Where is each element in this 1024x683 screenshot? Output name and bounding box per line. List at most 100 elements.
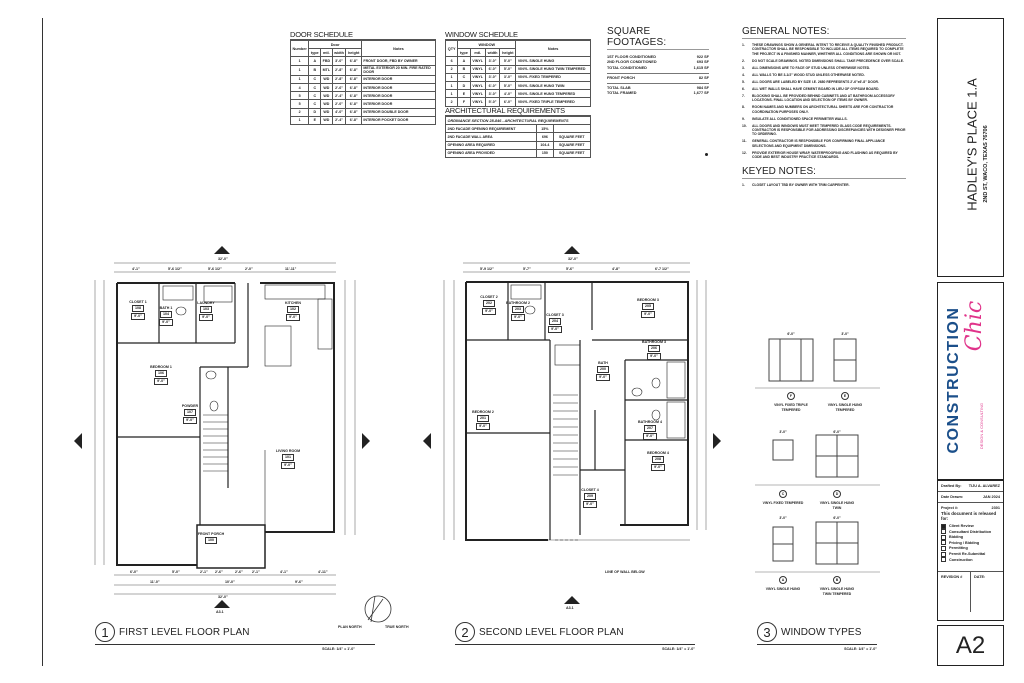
bath-fixtures (510, 284, 686, 439)
dimension-label: 11'-11" (285, 267, 297, 271)
room-number: 202 (483, 300, 495, 307)
room-number: 104 (160, 311, 172, 318)
release-option: Pricing / Bidding (941, 540, 1000, 546)
window-width-dim: 6'-0" (833, 430, 841, 434)
note-item: 3. ALL DIMENSIONS ARE TO FACE OF STUD UNL… (742, 66, 906, 70)
release-option-label: Consultant Distribution (949, 529, 992, 534)
note-number: 12. (742, 150, 747, 155)
window-width-dim: 3'-0" (841, 332, 849, 336)
table-cell: 1 (289, 115, 310, 125)
note-text: INSULATE ALL CONDITIONED SPACE PERIMETER… (752, 116, 848, 121)
room-ceiling: 9'-0" (154, 378, 168, 385)
release-option: Consultant Distribution (941, 529, 1000, 535)
dimension-label: 5'-7" (523, 267, 531, 271)
room-ceiling: 9'-0" (159, 319, 173, 326)
sqft-value: 82 SF (698, 75, 709, 80)
checkbox-icon (941, 534, 946, 540)
section-marker-label: A3.1 (216, 610, 224, 614)
sqft-label: FRONT PORCH (607, 75, 635, 80)
dimension-label: 11'-0" (150, 580, 160, 584)
room-number: 106 (155, 370, 167, 377)
note-number: 4. (742, 72, 745, 77)
note-text: BLOCKING SHALL BE PROVIDED BEHIND CABINE… (752, 93, 895, 103)
note-item: 8.ROOM NAMES AND NUMBERS ON ARCHITECTURA… (742, 105, 906, 114)
room-number: 205 (642, 303, 654, 310)
plan-title: WINDOW TYPES (781, 626, 862, 638)
release-option-label: Permit Re-Submittal (949, 552, 986, 557)
sqft-label: 1ST FLOOR CONDITIONED (607, 54, 656, 59)
note-text: THESE DRAWINGS SHOW A GENERAL INTENT TO … (752, 43, 904, 56)
plan-title-first: 1 FIRST LEVEL FLOOR PLAN SCALE: 1/4" = 1… (95, 622, 375, 651)
table-cell: 1 (289, 56, 310, 66)
window-type-name: VINYL SINGLE HUNG TWIN TEMPERED (819, 587, 855, 596)
window-types-elevations (755, 338, 880, 573)
window-tag: D (833, 490, 841, 498)
room-number: 204 (549, 318, 561, 325)
dimension-label: 2'-6" (215, 570, 223, 574)
interior-walls (466, 282, 688, 540)
room-number: 103 (200, 306, 212, 313)
sqft-value: 1,615 SF (693, 65, 709, 70)
room-number: 201 (477, 415, 489, 422)
plan-north-label: PLAN NORTH (338, 625, 362, 629)
room-ceiling: 9'-0" (548, 326, 562, 333)
room-number: 102 (287, 306, 299, 313)
section-marker-icon (74, 246, 721, 608)
sqft-row: TOTAL CONDITIONED 1,615 SF (607, 65, 709, 71)
note-item: 6.ALL WET WALLS SHALL HAVE CEMENT BOARD … (742, 87, 906, 91)
room-ceiling: 9'-0" (286, 314, 300, 321)
release-option: Bidding (941, 534, 1000, 540)
dimension-label: 6'-0" (130, 570, 138, 574)
release-label: This document is released for: (941, 511, 997, 521)
room-ceiling: 9'-0" (511, 314, 525, 321)
sqft-label: TOTAL SLAB (607, 85, 631, 90)
room-name: BATHROOM 2 (506, 301, 530, 305)
room-name: BEDROOM 1 (150, 365, 172, 369)
note-text: ALL DIMENSIONS ARE TO FACE OF STUD UNLES… (752, 65, 871, 70)
room-name: BATHROOM 3 (642, 340, 666, 344)
note-number: 3. (742, 65, 745, 70)
dimension-label: 5'-6" (566, 267, 574, 271)
dimension-label: 4'-1" (132, 267, 140, 271)
sqft-value: 984 SF (696, 85, 709, 90)
release-option-label: Bidding (949, 535, 964, 540)
room-number: 203 (512, 306, 524, 313)
sqft-row: FRONT PORCH 82 SF (607, 72, 709, 81)
table-cell: SQUARE FEET (552, 148, 592, 158)
note-item: 4.ALL WALLS TO BE 3-1/2" WOOD STUD UNLES… (742, 73, 906, 77)
kitchen-fixtures (162, 284, 333, 412)
room-name: BATH (598, 361, 608, 365)
dimension-label: 5'-6 1/2" (168, 267, 182, 271)
architectural-requirements: ARCHITECTURAL REQUIREMENTS ORDINANCE SEC… (444, 106, 592, 158)
room-name: BEDROOM 2 (472, 410, 494, 414)
room-ceiling: 9'-0" (651, 464, 665, 471)
north-arrow-icon (364, 595, 392, 623)
window-width-dim: 6'-0" (787, 332, 795, 336)
room-ceiling: 9'-0" (476, 423, 490, 430)
note-number: 8. (742, 105, 745, 110)
room-name: BEDROOM 4 (647, 451, 669, 455)
dimension-label: 9'-6" (295, 580, 303, 584)
room-number: 207 (644, 425, 656, 432)
release-option: Construction (941, 557, 1000, 563)
note-item: 5.ALL DOORS ARE LABELED BY SIZE I.E. 268… (742, 80, 906, 84)
room-number: 101 (282, 454, 294, 461)
sqft-label: TOTAL CONDITIONED (607, 65, 647, 70)
note-number: 11. (742, 139, 747, 144)
table-cell: INTERIOR POCKET DOOR (360, 115, 437, 125)
section-marker-label: A3.1 (566, 606, 574, 610)
room-number: 208 (652, 456, 664, 463)
